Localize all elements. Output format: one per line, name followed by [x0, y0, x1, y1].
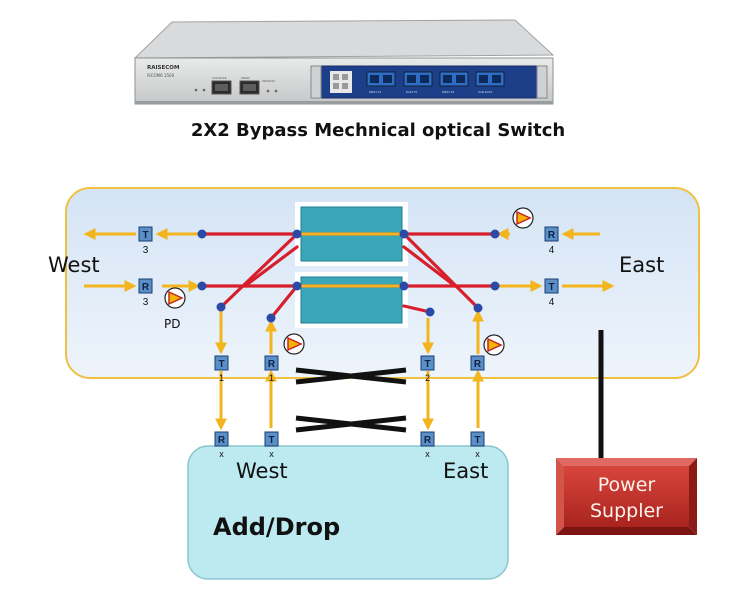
amplifier-icon-r2 [483, 334, 505, 356]
port-rx-west: R x [214, 431, 229, 459]
port-label-sensor: SENSOR [262, 79, 276, 83]
port-t1-num: 1 [219, 373, 224, 383]
port-rx-west-letter: R [218, 435, 226, 446]
pd-label: PD [164, 317, 180, 331]
port-r4-letter: R [548, 230, 556, 241]
optical-switch-device: RAISECOM ISCOM6 1500 CONSOLE SNMP SENSOR [133, 19, 555, 105]
port-rx-east-letter: R [424, 435, 432, 446]
sc-connector-pair-3 [439, 71, 469, 87]
add-drop-title: Add/Drop [213, 513, 340, 541]
port-rx-east-num: x [425, 449, 430, 459]
module-label-3: WEST P2 [442, 90, 455, 94]
port-r2: R [470, 355, 485, 371]
port-r3-letter: R [142, 282, 150, 293]
power-supply [556, 458, 697, 535]
power-supply-line2: Suppler [590, 500, 663, 522]
yellow-fiber-arrows [83, 228, 615, 431]
add-drop-west-label: West [236, 459, 288, 483]
port-rx-west-num: x [219, 449, 224, 459]
amplifier-icon-east-top [512, 207, 534, 229]
port-t1: T 1 [214, 355, 229, 383]
port-t2: T 2 [420, 355, 435, 383]
port-r3: R 3 [138, 278, 153, 308]
port-t4-letter: T [548, 282, 554, 293]
device-brand: RAISECOM [147, 65, 179, 71]
add-drop-east-label: East [443, 459, 488, 483]
port-r2-letter: R [474, 359, 482, 370]
port-t4: T 4 [544, 278, 559, 308]
port-t2-num: 2 [425, 373, 430, 383]
sc-connector-pair-2 [403, 71, 433, 87]
sc-connector-pair-1 [366, 71, 396, 87]
port-r1-num: 1 [269, 373, 274, 383]
amplifier-icon-r1 [283, 333, 305, 355]
port-t2-letter: T [424, 359, 430, 370]
port-r4-num: 4 [549, 245, 555, 256]
power-supply-line1: Power [598, 474, 656, 496]
port-r3-num: 3 [143, 297, 149, 308]
port-r1-letter: R [268, 359, 276, 370]
add-drop-box [187, 445, 509, 580]
east-label: East [619, 253, 664, 277]
module-label-4: LINE EAST [478, 90, 493, 94]
port-tx-east-num: x [475, 449, 480, 459]
page-title: 2X2 Bypass Mechnical optical Switch [190, 120, 566, 141]
port-tx-west: T x [264, 431, 279, 459]
port-t4-num: 4 [549, 297, 555, 308]
port-t3-num: 3 [143, 245, 149, 256]
port-tx-west-letter: T [268, 435, 274, 446]
port-tx-west-num: x [269, 449, 274, 459]
port-label-console: CONSOLE [212, 76, 227, 80]
fiber-nodes [197, 229, 500, 323]
port-t3-letter: T [142, 230, 148, 241]
port-t3: T 3 [138, 226, 153, 256]
sc-connector-pair-4 [475, 71, 505, 87]
west-label: West [48, 253, 100, 277]
module-label-2: EAST P1 [406, 90, 418, 94]
photodiode-icon-west [164, 287, 186, 309]
port-rx-east: R x [420, 431, 435, 459]
port-r1: R 1 [264, 355, 279, 383]
port-r4: R 4 [544, 226, 559, 256]
port-tx-east-letter: T [474, 435, 480, 446]
module-label-1: WEST P1 [369, 90, 382, 94]
port-label-snmp: SNMP [241, 76, 250, 80]
device-model: ISCOM6 1500 [147, 73, 175, 78]
bypass-cross-lines [295, 367, 407, 433]
port-t1-letter: T [218, 359, 224, 370]
port-tx-east: T x [470, 431, 485, 459]
